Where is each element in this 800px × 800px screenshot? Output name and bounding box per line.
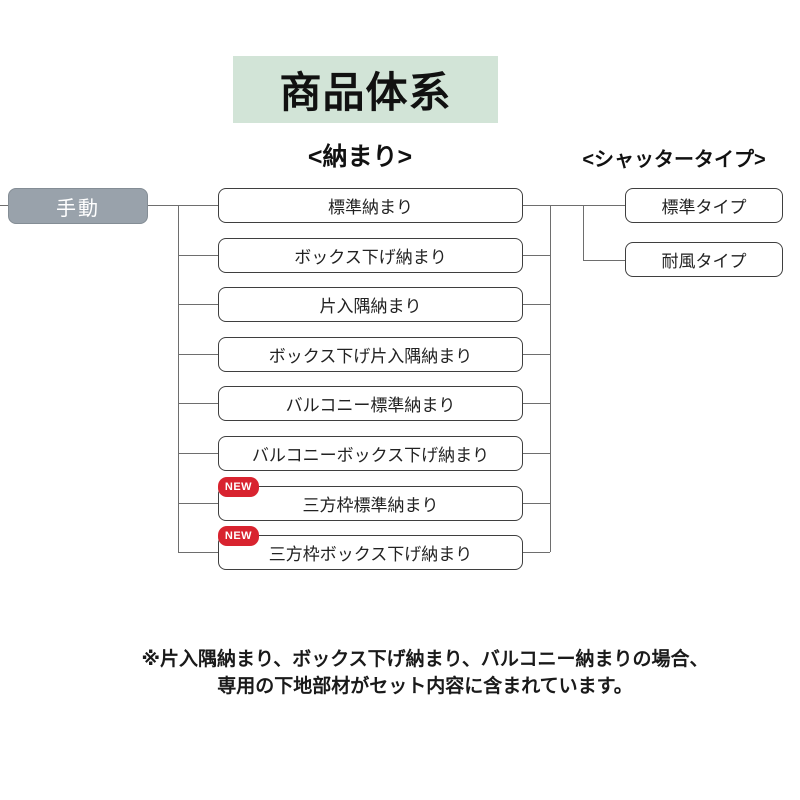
new-badge: NEW [218, 477, 259, 497]
footnote: ※片入隅納まり、ボックス下げ納まり、バルコニー納まりの場合、 専用の下地部材がセ… [100, 646, 750, 700]
connector [523, 453, 550, 454]
connector [550, 205, 551, 552]
connector [523, 403, 550, 404]
root-node-manual: 手動 [8, 188, 148, 224]
naramari-node-label: 標準納まり [328, 198, 413, 217]
naramari-node-label: ボックス下げ片入隅納まり [268, 347, 473, 366]
connector [523, 354, 550, 355]
connector [523, 304, 550, 305]
connector [523, 552, 550, 553]
naramari-node: ボックス下げ納まり [218, 238, 523, 273]
naramari-node: 片入隅納まり [218, 287, 523, 322]
connector [583, 260, 625, 261]
connector [178, 552, 218, 553]
naramari-node-label: 三方枠ボックス下げ納まり [268, 545, 473, 564]
connector [523, 205, 550, 206]
root-node-label: 手動 [56, 197, 100, 220]
naramari-node: バルコニーボックス下げ納まり [218, 436, 523, 471]
connector [523, 503, 550, 504]
naramari-node-label: 三方枠標準納まり [302, 496, 439, 515]
connector [178, 453, 218, 454]
connector [148, 205, 178, 206]
shutter-type-node: 標準タイプ [625, 188, 783, 223]
connector [178, 354, 218, 355]
connector [178, 255, 218, 256]
connector [178, 205, 179, 552]
page-title: 商品体系 [233, 56, 498, 123]
naramari-node-label: バルコニーボックス下げ納まり [251, 446, 490, 465]
naramari-node: バルコニー標準納まり [218, 386, 523, 421]
connector [178, 403, 218, 404]
connector [178, 205, 218, 206]
shutter-type-column-header: <シャッタータイプ> [582, 149, 766, 171]
naramari-node: 三方枠標準納まり [218, 486, 523, 521]
shutter-type-node-label: 標準タイプ [661, 198, 747, 217]
naramari-node: 三方枠ボックス下げ納まり [218, 535, 523, 570]
naramari-node-label: バルコニー標準納まり [285, 396, 456, 415]
new-badge: NEW [218, 526, 259, 546]
shutter-type-node: 耐風タイプ [625, 242, 783, 277]
footnote-line-1: ※片入隅納まり、ボックス下げ納まり、バルコニー納まりの場合、 [141, 649, 709, 670]
footnote-line-2: 専用の下地部材がセット内容に含まれています。 [217, 676, 633, 697]
connector [178, 503, 218, 504]
shutter-type-node-label: 耐風タイプ [661, 252, 747, 271]
naramari-node-label: ボックス下げ納まり [294, 248, 447, 267]
connector [550, 205, 625, 206]
naramari-column-header: <納まり> [307, 143, 413, 171]
connector [523, 255, 550, 256]
connector [0, 205, 8, 206]
naramari-node: ボックス下げ片入隅納まり [218, 337, 523, 372]
connector [583, 205, 584, 260]
naramari-node-label: 片入隅納まり [319, 297, 422, 316]
connector [178, 304, 218, 305]
naramari-node: 標準納まり [218, 188, 523, 223]
